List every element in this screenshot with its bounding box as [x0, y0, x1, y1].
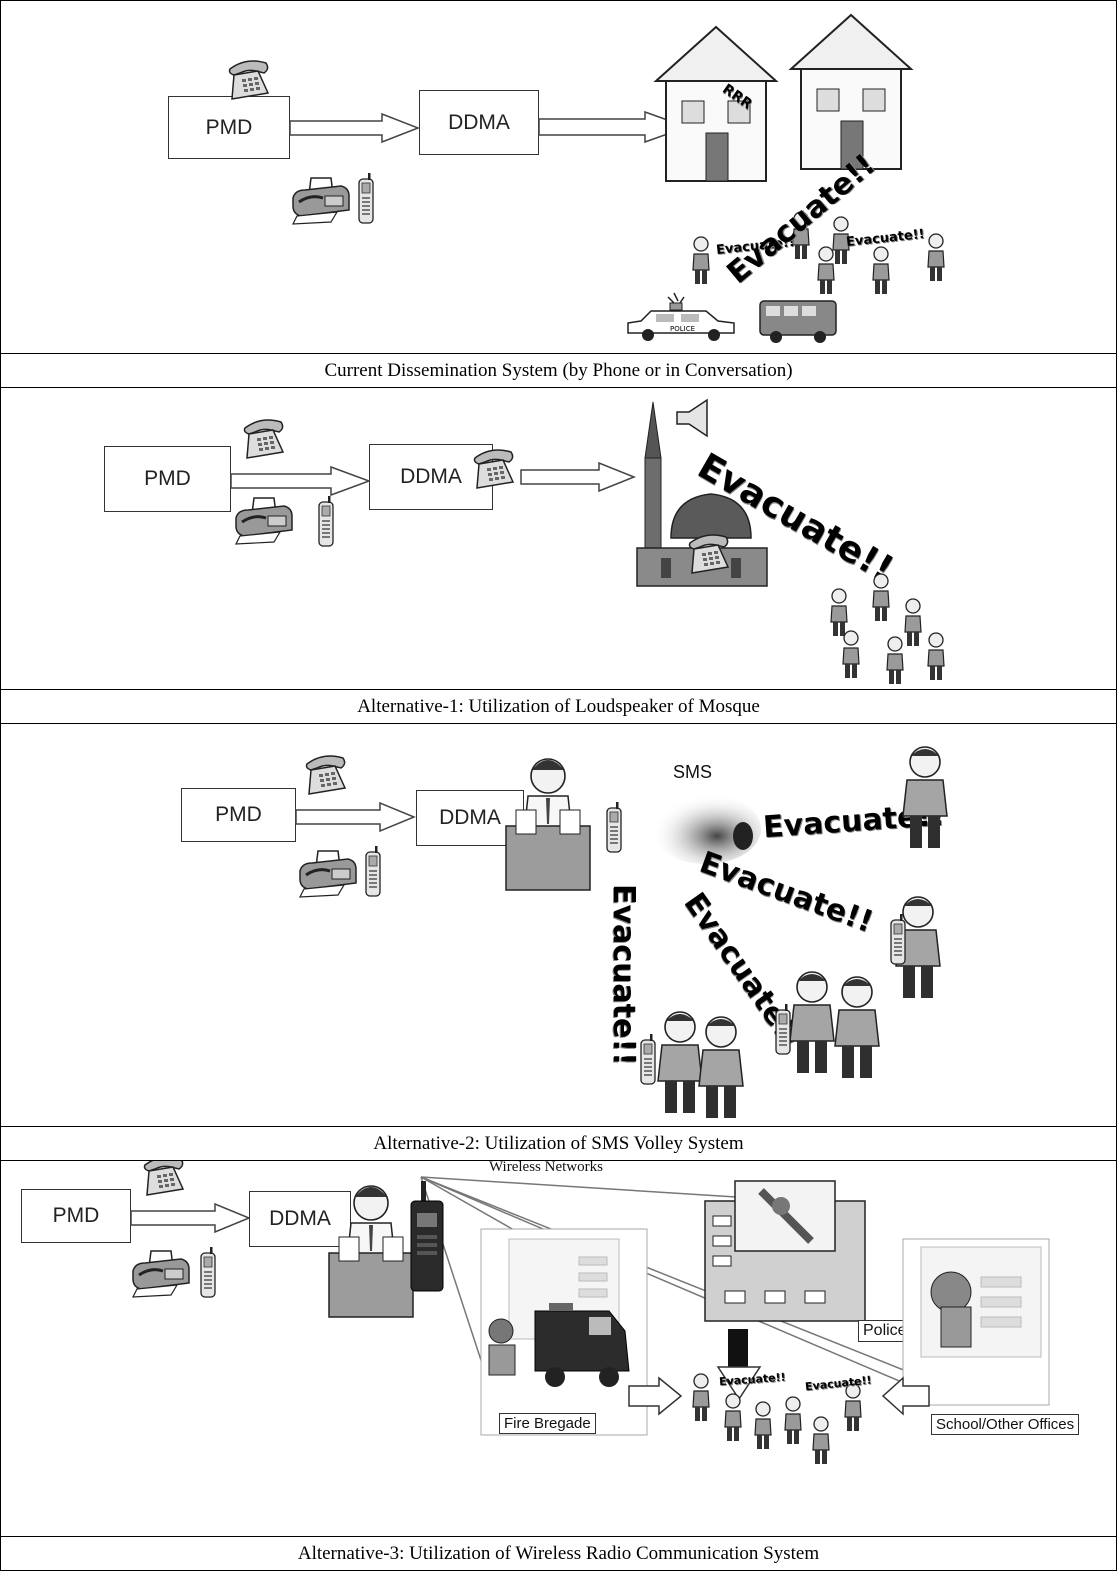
mobile-phone-icon [606, 801, 622, 853]
person-icon [927, 233, 945, 282]
fax-icon [131, 1249, 191, 1299]
arrow-pmd-to-ddma [295, 801, 416, 833]
pmd-box: PMD [21, 1189, 131, 1243]
person-icon [927, 632, 945, 681]
school-building [902, 1238, 1050, 1406]
arrow-school-to-public [881, 1376, 930, 1416]
mobile-phone-icon [365, 845, 381, 897]
telephone-icon [143, 1161, 184, 1196]
person-icon [872, 573, 890, 622]
person-icon [698, 1016, 744, 1119]
person-icon [692, 236, 710, 285]
panel-alternative-2: PMD DDMA SMS Evacuate!! Evacuate!! Evacu… [1, 724, 1116, 1126]
fire-truck-icon [488, 1303, 630, 1387]
house-icon [790, 14, 912, 170]
ddma-box: DDMA [419, 90, 539, 155]
caption-alternative-2: Alternative-2: Utilization of SMS Volley… [1, 1126, 1116, 1161]
mobile-phone-icon [358, 172, 374, 224]
operator-desk-icon [328, 1185, 414, 1318]
ddma-box: DDMA [249, 1191, 351, 1247]
police-car-icon: POLICE [627, 292, 735, 341]
person-icon [834, 976, 880, 1079]
person-icon [817, 246, 835, 295]
person-icon [812, 1416, 830, 1465]
bus-icon [759, 300, 837, 343]
operator-desk-icon [505, 758, 591, 891]
telephone-icon [305, 755, 346, 795]
arrow-pmd-to-ddma [230, 465, 372, 497]
person-icon [784, 1396, 802, 1445]
mobile-phone-icon [318, 495, 334, 547]
person-icon [872, 246, 890, 295]
wireless-network-links [420, 1176, 912, 1407]
fax-icon [234, 496, 294, 546]
fax-icon [298, 849, 358, 899]
arrow-pmd-to-ddma [130, 1202, 251, 1234]
person-icon [789, 971, 835, 1074]
panel-current-system: PMD DDMA RRR Evacuate!! Evacuate!! Evacu… [1, 1, 1116, 353]
person-icon [754, 1401, 772, 1450]
ddma-box: DDMA [369, 444, 493, 510]
mobile-phone-icon [640, 1033, 656, 1085]
fax-icon [291, 176, 351, 226]
police-label: Police [858, 1320, 912, 1342]
radio-transceiver-icon [410, 1180, 444, 1292]
mobile-phone-icon [775, 1003, 791, 1055]
school-offices-label: School/Other Offices [931, 1414, 1080, 1435]
police-car-label: POLICE [670, 325, 695, 333]
pmd-box: PMD [104, 446, 231, 512]
panel-alternative-3: PMD DDMA Wireless Networks Police Fire B… [1, 1161, 1116, 1537]
pmd-box: PMD [181, 788, 296, 842]
person-icon [844, 1383, 862, 1432]
caption-alternative-1: Alternative-1: Utilization of Loudspeake… [1, 689, 1116, 724]
evacuate-text: Evacuate!! [606, 884, 641, 1066]
telephone-icon [243, 419, 284, 459]
person-icon [724, 1393, 742, 1442]
telephone-icon [228, 60, 269, 100]
person-icon [902, 746, 948, 849]
house-icon [655, 26, 777, 182]
caption-current-system: Current Dissemination System (by Phone o… [1, 353, 1116, 388]
telephone-icon [688, 534, 729, 574]
loudspeaker-icon [676, 398, 708, 438]
building-icon [704, 1180, 866, 1322]
sms-label: SMS [673, 762, 713, 782]
mobile-phone-icon [200, 1246, 216, 1298]
arrow-pmd-to-ddma [289, 112, 421, 144]
wireless-networks-label: Wireless Networks [489, 1161, 603, 1175]
pmd-box: PMD [168, 96, 290, 159]
caption-alternative-3: Alternative-3: Utilization of Wireless R… [1, 1536, 1116, 1571]
person-icon [886, 636, 904, 685]
telephone-icon [473, 449, 514, 489]
arrow-fire-to-public [628, 1376, 683, 1416]
panel-alternative-1: PMD DDMA Evacuate!! [1, 388, 1116, 689]
arrow-ddma-to-mosque [520, 461, 637, 493]
fire-brigade-label: Fire Bregade [499, 1413, 596, 1434]
arrow-police-to-public [716, 1329, 762, 1401]
mobile-phone-icon [890, 913, 906, 965]
person-icon [692, 1373, 710, 1422]
person-icon [842, 630, 860, 679]
sms-signal [651, 794, 761, 864]
